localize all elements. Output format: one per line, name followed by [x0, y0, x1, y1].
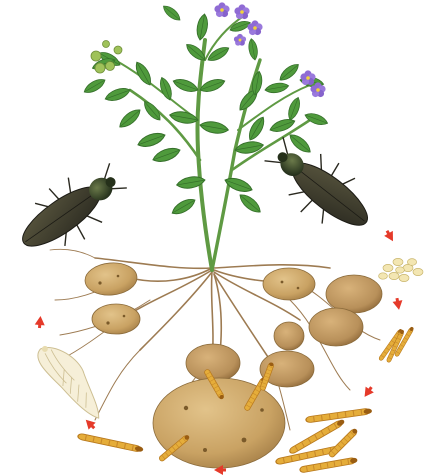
egg-cluster [379, 258, 423, 281]
plant-foliage [82, 3, 329, 217]
potato-tubers [84, 261, 382, 468]
young-larvae [378, 326, 414, 363]
adult-beetle-left [7, 152, 138, 269]
potato-flowers [214, 2, 325, 97]
